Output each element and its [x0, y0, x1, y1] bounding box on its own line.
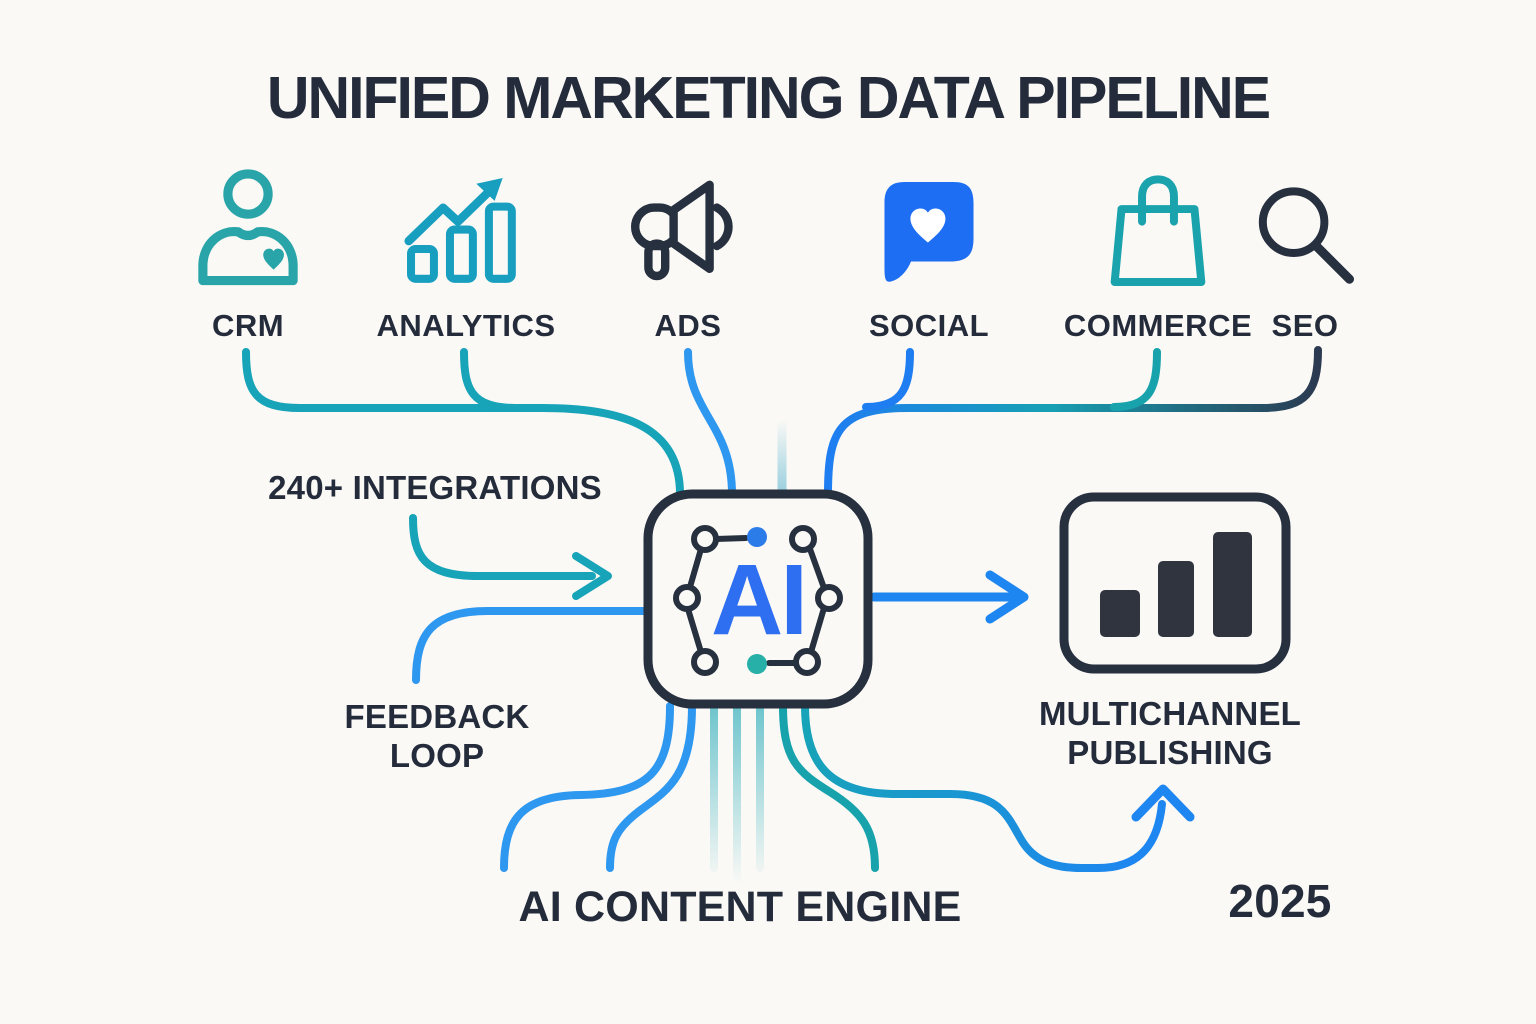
publishing-arrowhead-icon	[985, 570, 1029, 624]
person-heart-icon	[187, 166, 309, 294]
source-label-seo: SEO	[1271, 308, 1339, 343]
source-commerce: COMMERCE	[1038, 158, 1278, 344]
wire-bottom-teal	[779, 702, 879, 872]
year-label: 2025	[1228, 875, 1332, 927]
ai-chip-label: AI	[711, 544, 808, 656]
wire-bottom-blue-1	[500, 702, 674, 872]
wire-crm-to-chip	[242, 348, 684, 498]
source-crm: CRM	[128, 158, 368, 344]
feedback-loop-label: FEEDBACK LOOP	[287, 697, 587, 775]
source-seo: SEO	[1185, 158, 1425, 344]
feedback-loop-label-line2: LOOP	[389, 737, 485, 774]
wire-social-join	[862, 348, 914, 411]
source-label-crm: CRM	[211, 308, 285, 343]
chat-bubble-heart-icon	[876, 174, 982, 294]
page-title: UNIFIED MARKETING DATA PIPELINE	[266, 65, 1271, 131]
wire-feedback-loop-arrow	[801, 702, 1166, 872]
wire-analytics-join	[460, 348, 520, 412]
publishing-label-line1: MULTICHANNEL	[1038, 695, 1302, 732]
feedback-loop-label-line1: FEEDBACK	[344, 698, 530, 735]
source-label-commerce: COMMERCE	[1063, 308, 1253, 343]
publishing-label-line2: PUBLISHING	[1067, 734, 1273, 771]
source-ads: ADS	[568, 158, 808, 344]
wire-commerce-join	[1110, 348, 1161, 411]
source-analytics: ANALYTICS	[346, 158, 586, 344]
source-label-analytics: ANALYTICS	[376, 308, 556, 343]
publishing-label: MULTICHANNEL PUBLISHING	[1020, 694, 1320, 772]
integrations-arrowhead-icon	[572, 552, 612, 600]
wire-bottom-blue-2	[606, 702, 696, 872]
magnifying-glass-icon	[1248, 180, 1362, 294]
ai-chip-icon	[643, 489, 873, 709]
chip-node-teal-dot	[747, 654, 767, 674]
wire-ads-to-chip	[684, 348, 736, 498]
megaphone-icon	[627, 174, 749, 294]
feedback-arrowhead-icon	[1131, 784, 1195, 822]
publishing-chart-icon	[1059, 492, 1291, 674]
source-label-social: SOCIAL	[868, 308, 990, 343]
wire-seo-to-chip	[824, 346, 1322, 498]
engine-label: AI CONTENT ENGINE	[518, 883, 962, 931]
wire-feedback-in	[412, 607, 653, 684]
wire-integrations-arrow	[409, 514, 596, 580]
trend-bars-icon	[403, 172, 529, 294]
source-social: SOCIAL	[809, 158, 1049, 344]
source-label-ads: ADS	[654, 308, 722, 343]
chip-node-blue-dot	[747, 527, 767, 547]
shopping-bag-icon	[1101, 172, 1215, 294]
integrations-label: 240+ INTEGRATIONS	[268, 469, 602, 506]
